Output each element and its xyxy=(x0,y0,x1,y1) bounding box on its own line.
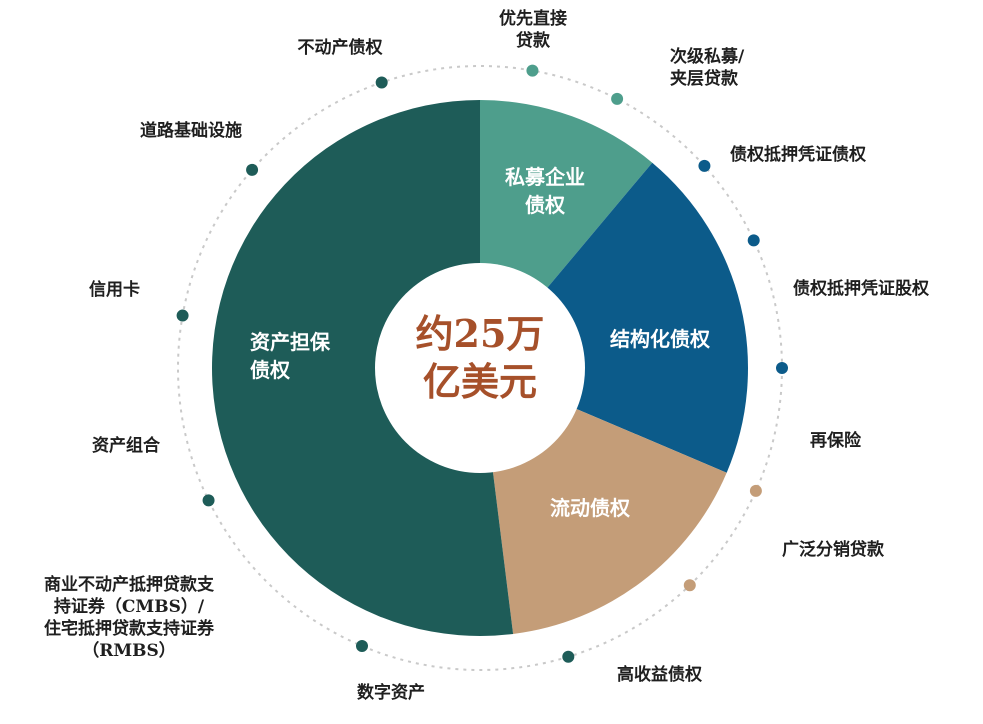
outer-label-direct-lending: 优先直接贷款 xyxy=(499,9,567,51)
marker-dot-infrastructure xyxy=(246,163,259,176)
marker-dot-digital-assets xyxy=(562,650,575,663)
marker-dot-mezzanine xyxy=(611,92,624,105)
segment-asset xyxy=(212,100,514,636)
outer-label-digital-assets: 数字资产 xyxy=(357,683,425,703)
center-hole xyxy=(375,263,585,473)
total-value-line2: 亿美元 xyxy=(422,359,537,404)
total-value: 约25万 亿美元 xyxy=(380,310,580,406)
segment-label-structured-credit: 结构化债权 xyxy=(610,327,710,351)
total-value-line1: 约25万 xyxy=(415,311,545,356)
marker-dot-mbs-equity xyxy=(747,234,760,247)
outer-label-cbo-equity: 债权抵押凭证股权 xyxy=(793,279,929,299)
outer-label-real-estate: 不动产债权 xyxy=(297,38,383,58)
outer-label-portfolio: 资产组合 xyxy=(92,436,160,456)
donut-segments xyxy=(212,100,748,636)
segment-label-asset-backed-credit: 资产担保 债权 xyxy=(250,330,330,382)
marker-dot-mbs-debt xyxy=(698,159,711,172)
outer-label-infrastructure: 道路基础设施 xyxy=(140,121,242,141)
outer-label-reinsurance: 再保险 xyxy=(810,431,861,451)
segment-label-liquid-credit: 流动债权 xyxy=(550,496,630,520)
label-markers xyxy=(176,64,788,663)
marker-dot-cmbs-rmbs xyxy=(355,639,368,652)
outer-label-broadly-syndicated-loans: 广泛分销贷款 xyxy=(782,540,884,560)
marker-dot-reinsurance xyxy=(776,362,788,374)
marker-dot-direct-lending xyxy=(526,64,539,77)
outer-label-cmbs-rmbs: 商业不动产抵押贷款支 持证券（CMBS）/ 住宅抵押贷款支持证券 （RMBS） xyxy=(44,575,214,661)
marker-dot-portfolio xyxy=(202,494,215,507)
outer-label-mezzanine: 次级私募/夹层贷款 xyxy=(670,47,745,89)
outer-label-high-yield: 高收益债权 xyxy=(617,665,702,685)
segment-label-private-credit: 私募企业 债权 xyxy=(505,165,585,217)
outer-label-cbo-debt: 债权抵押凭证债权 xyxy=(730,145,866,165)
marker-dot-high-yield xyxy=(683,579,696,592)
marker-dot-credit-card xyxy=(176,309,189,322)
marker-dot-real-estate xyxy=(375,76,388,89)
marker-dot-broadly-syndicated xyxy=(749,484,762,497)
outer-label-credit-card: 信用卡 xyxy=(89,280,140,300)
